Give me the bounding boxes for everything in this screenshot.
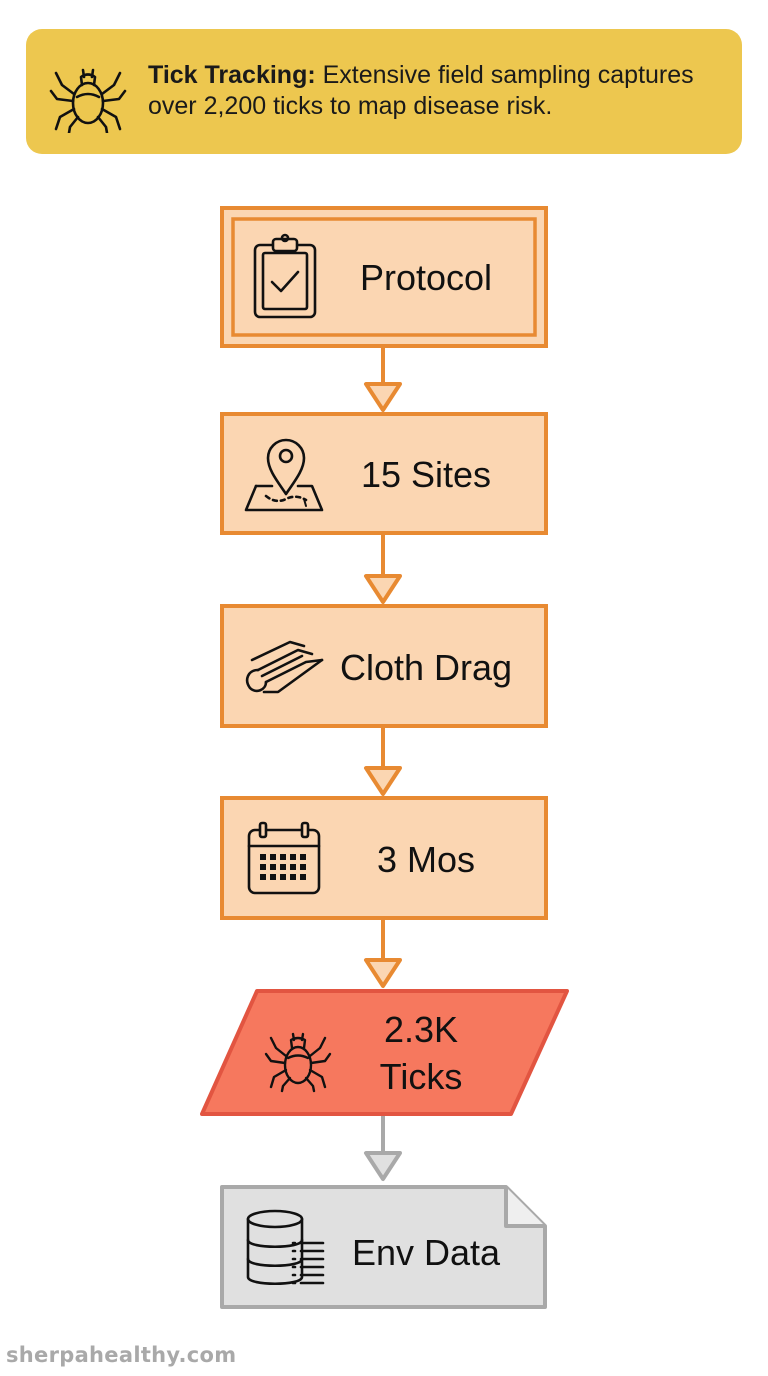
- step-months: 3 Mos: [220, 796, 548, 920]
- step-ticks-result: 2.3K Ticks: [200, 989, 569, 1116]
- banner-title: Tick Tracking:: [148, 61, 316, 89]
- map-pin-icon: [244, 438, 324, 512]
- watermark: sherpahealthy.com: [6, 1343, 237, 1367]
- step-sites: 15 Sites: [220, 412, 548, 535]
- connector-4: [364, 918, 402, 988]
- banner-description: Extensive field sampling captures over 2…: [148, 61, 694, 120]
- cloth-roll-icon: [245, 640, 324, 694]
- tick-icon: [264, 1032, 332, 1093]
- calendar-icon: [247, 821, 321, 895]
- step-label-protocol: Protocol: [360, 257, 492, 298]
- step-label-cloth-drag: Cloth Drag: [340, 647, 512, 688]
- tick-icon: [49, 68, 127, 133]
- step-cloth-drag: Cloth Drag: [220, 604, 548, 728]
- connector-1: [364, 346, 402, 412]
- clipboard-check-icon: [253, 233, 317, 319]
- step-label-months: 3 Mos: [377, 839, 475, 880]
- result-label-ticks: Ticks: [380, 1056, 463, 1097]
- calendar-grid-icon: [260, 854, 306, 880]
- connector-3: [364, 726, 402, 796]
- step-label-sites: 15 Sites: [361, 454, 491, 495]
- result-label-count: 2.3K: [384, 1009, 458, 1050]
- step-protocol: Protocol: [220, 206, 548, 348]
- step-label-env-data: Env Data: [352, 1232, 501, 1273]
- summary-banner: Tick Tracking: Extensive field sampling …: [26, 29, 742, 154]
- list-icon: [291, 1241, 325, 1285]
- step-env-data: Env Data: [220, 1185, 547, 1309]
- connector-5: [364, 1114, 402, 1181]
- banner-text: Tick Tracking: Extensive field sampling …: [148, 60, 733, 122]
- connector-2: [364, 533, 402, 604]
